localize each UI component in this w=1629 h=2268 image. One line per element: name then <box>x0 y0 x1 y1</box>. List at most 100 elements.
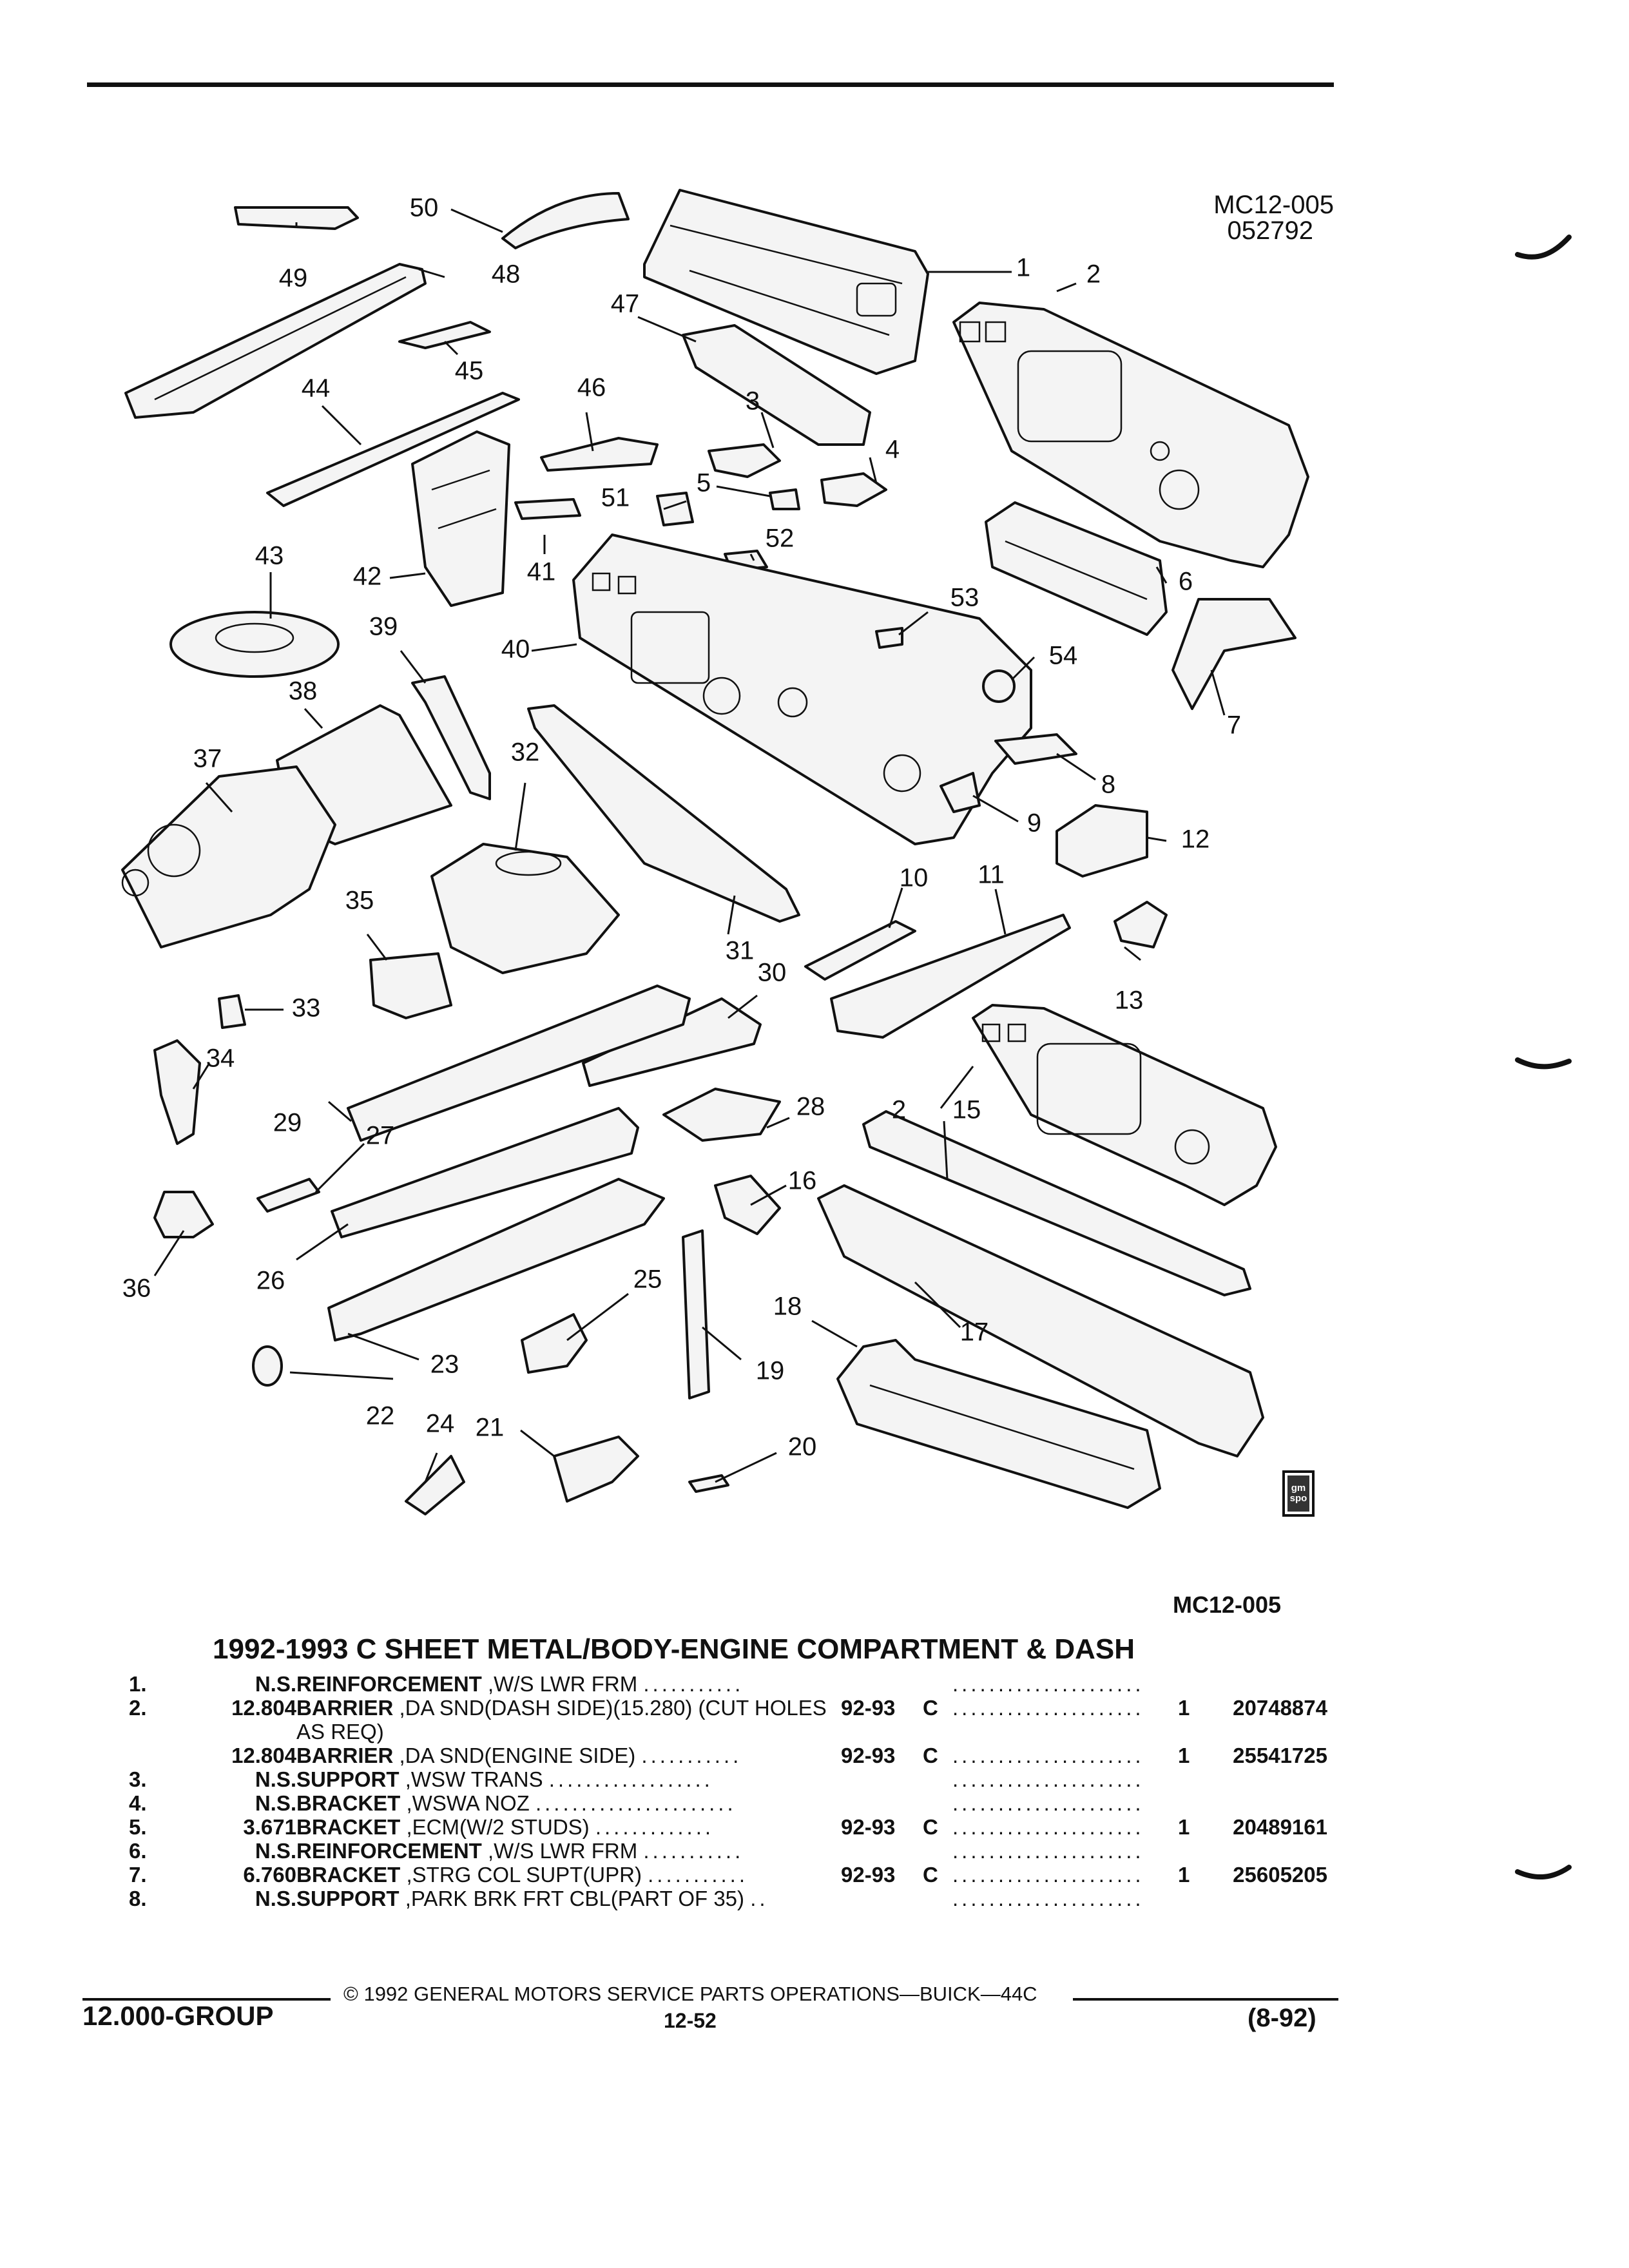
binder-mark-top <box>1515 235 1572 260</box>
parts-row: 4. N.S. BRACKET ,WSWA NOZ ..............… <box>0 1791 1629 1815</box>
model-years: 92-93 <box>841 1815 896 1839</box>
footer-rule-left <box>82 1998 331 2001</box>
part-detail: ,STRG COL SUPT(UPR) <box>406 1863 642 1887</box>
group-number: 6.760 <box>243 1863 296 1887</box>
item-number: 3. <box>129 1767 147 1791</box>
part-detail: ,PARK BRK FRT CBL(PART OF 35) <box>405 1887 745 1910</box>
callout-20: 20 <box>788 1433 817 1461</box>
parts-row: 6. N.S. REINFORCEMENT ,W/S LWR FRM .....… <box>0 1839 1629 1863</box>
part-shape-21 <box>553 1436 639 1503</box>
part-shape-25 <box>521 1313 588 1374</box>
callout-17: 17 <box>960 1318 989 1347</box>
part-shape-47 <box>682 324 871 446</box>
callout-5: 5 <box>697 469 711 497</box>
figure-code: MC12-005 <box>1173 1591 1282 1618</box>
callout-43: 43 <box>255 542 284 570</box>
group-number: 12.804 <box>231 1696 296 1720</box>
part-shape-50 <box>501 192 630 249</box>
item-number: 2. <box>129 1696 147 1720</box>
callout-50: 50 <box>410 194 439 222</box>
item-number: 4. <box>129 1791 147 1815</box>
gmspo-logo-mark: gm spo <box>1287 1475 1309 1512</box>
callout-51: 51 <box>601 484 630 512</box>
part-detail: ,DA SND(DASH SIDE)(15.280) (CUT HOLES AS… <box>296 1696 827 1744</box>
callout-37: 37 <box>193 745 222 773</box>
callout-34: 34 <box>206 1044 235 1073</box>
parts-row: 12.804 BARRIER ,DA SND(ENGINE SIDE) ....… <box>0 1744 1629 1767</box>
ident-date: 052792 <box>1227 216 1313 245</box>
part-shape-6 <box>985 501 1168 636</box>
callout-1: 1 <box>1016 254 1030 282</box>
callout-26: 26 <box>256 1267 285 1295</box>
quantity: 1 <box>1178 1744 1190 1767</box>
part-name: REINFORCEMENT <box>296 1672 482 1696</box>
part-shape-22 <box>252 1345 283 1387</box>
callout-28: 28 <box>796 1093 825 1121</box>
callout-48: 48 <box>492 260 521 289</box>
callout-9: 9 <box>1027 809 1041 838</box>
part-shape-17 <box>817 1184 1264 1457</box>
part-shape-24 <box>405 1455 465 1515</box>
footer-group-label: 12.000-GROUP <box>82 2001 274 2031</box>
gmspo-logo: gm spo <box>1282 1470 1315 1517</box>
leader-dots: ................................ <box>952 1791 1139 1815</box>
part-detail: ,W/S LWR FRM <box>488 1839 638 1863</box>
part-shape-23 <box>327 1178 665 1341</box>
callout-27: 27 <box>366 1122 395 1150</box>
parts-row: 1. N.S. REINFORCEMENT ,W/S LWR FRM .....… <box>0 1672 1629 1696</box>
callout-30: 30 <box>758 959 787 987</box>
callout-13: 13 <box>1115 986 1144 1015</box>
part-shape-43 <box>169 611 340 678</box>
revision-date: (8-92) <box>1248 2004 1316 2032</box>
part-description: BRACKET ,STRG COL SUPT(UPR) ........... <box>296 1863 748 1887</box>
part-detail: ,WSW TRANS <box>405 1767 543 1791</box>
parts-list: 1. N.S. REINFORCEMENT ,W/S LWR FRM .....… <box>0 1672 1629 1910</box>
part-number: 25605205 <box>1233 1863 1327 1887</box>
callout-40: 40 <box>501 635 530 664</box>
parts-row: 3. N.S. SUPPORT ,WSW TRANS .............… <box>0 1767 1629 1791</box>
part-detail: ,W/S LWR FRM <box>488 1672 638 1696</box>
callout-18: 18 <box>773 1293 802 1321</box>
part-shape-18 <box>836 1339 1161 1509</box>
part-shape-44 <box>266 392 520 507</box>
item-number: 1. <box>129 1672 147 1696</box>
part-name: SUPPORT <box>296 1887 400 1910</box>
footer-copyright: © 1992 GENERAL MOTORS SERVICE PARTS OPER… <box>343 1983 1037 2005</box>
callout-29: 29 <box>273 1109 302 1137</box>
group-number: 12.804 <box>231 1744 296 1767</box>
part-shape-54 <box>982 669 1016 703</box>
item-number: 7. <box>129 1863 147 1887</box>
part-description: BRACKET ,ECM(W/2 STUDS) ............. <box>296 1815 715 1839</box>
callout-23: 23 <box>430 1350 459 1379</box>
part-shape-30 <box>582 997 762 1087</box>
quantity: 1 <box>1178 1863 1190 1887</box>
group-number: N.S. <box>255 1887 296 1910</box>
callout-45: 45 <box>455 357 484 385</box>
part-shape-19 <box>682 1229 710 1399</box>
parts-row: 7. 6.760 BRACKET ,STRG COL SUPT(UPR) ...… <box>0 1863 1629 1887</box>
part-description: REINFORCEMENT ,W/S LWR FRM ........... <box>296 1839 744 1863</box>
callout-12: 12 <box>1181 825 1210 854</box>
callout-36: 36 <box>122 1274 151 1303</box>
callout-24: 24 <box>426 1410 455 1438</box>
series: C <box>923 1863 938 1887</box>
callout-47: 47 <box>611 290 640 318</box>
part-name: REINFORCEMENT <box>296 1839 482 1863</box>
part-shape-42 <box>411 430 510 607</box>
model-years: 92-93 <box>841 1863 896 1887</box>
parts-row: 5. 3.671 BRACKET ,ECM(W/2 STUDS) .......… <box>0 1815 1629 1839</box>
callout-54: 54 <box>1049 642 1078 670</box>
exploded-parts-diagram: 1 2 3 4 5 6 7 8 9 10 11 12 13 15 16 17 1… <box>121 189 1309 1515</box>
part-description: BARRIER ,DA SND(ENGINE SIDE) ........... <box>296 1744 742 1767</box>
model-years: 92-93 <box>841 1744 896 1767</box>
callout-35: 35 <box>345 887 374 915</box>
part-detail: ,ECM(W/2 STUDS) <box>406 1815 590 1839</box>
part-name: BRACKET <box>296 1815 401 1839</box>
callout-11: 11 <box>978 861 1005 889</box>
leader-dots: ................................ <box>952 1839 1139 1863</box>
part-shape-27 <box>256 1178 320 1213</box>
part-shape-26 <box>331 1107 639 1238</box>
part-shape-39 <box>411 675 491 800</box>
callout-31: 31 <box>726 937 755 965</box>
part-description: REINFORCEMENT ,W/S LWR FRM ........... <box>296 1672 744 1696</box>
